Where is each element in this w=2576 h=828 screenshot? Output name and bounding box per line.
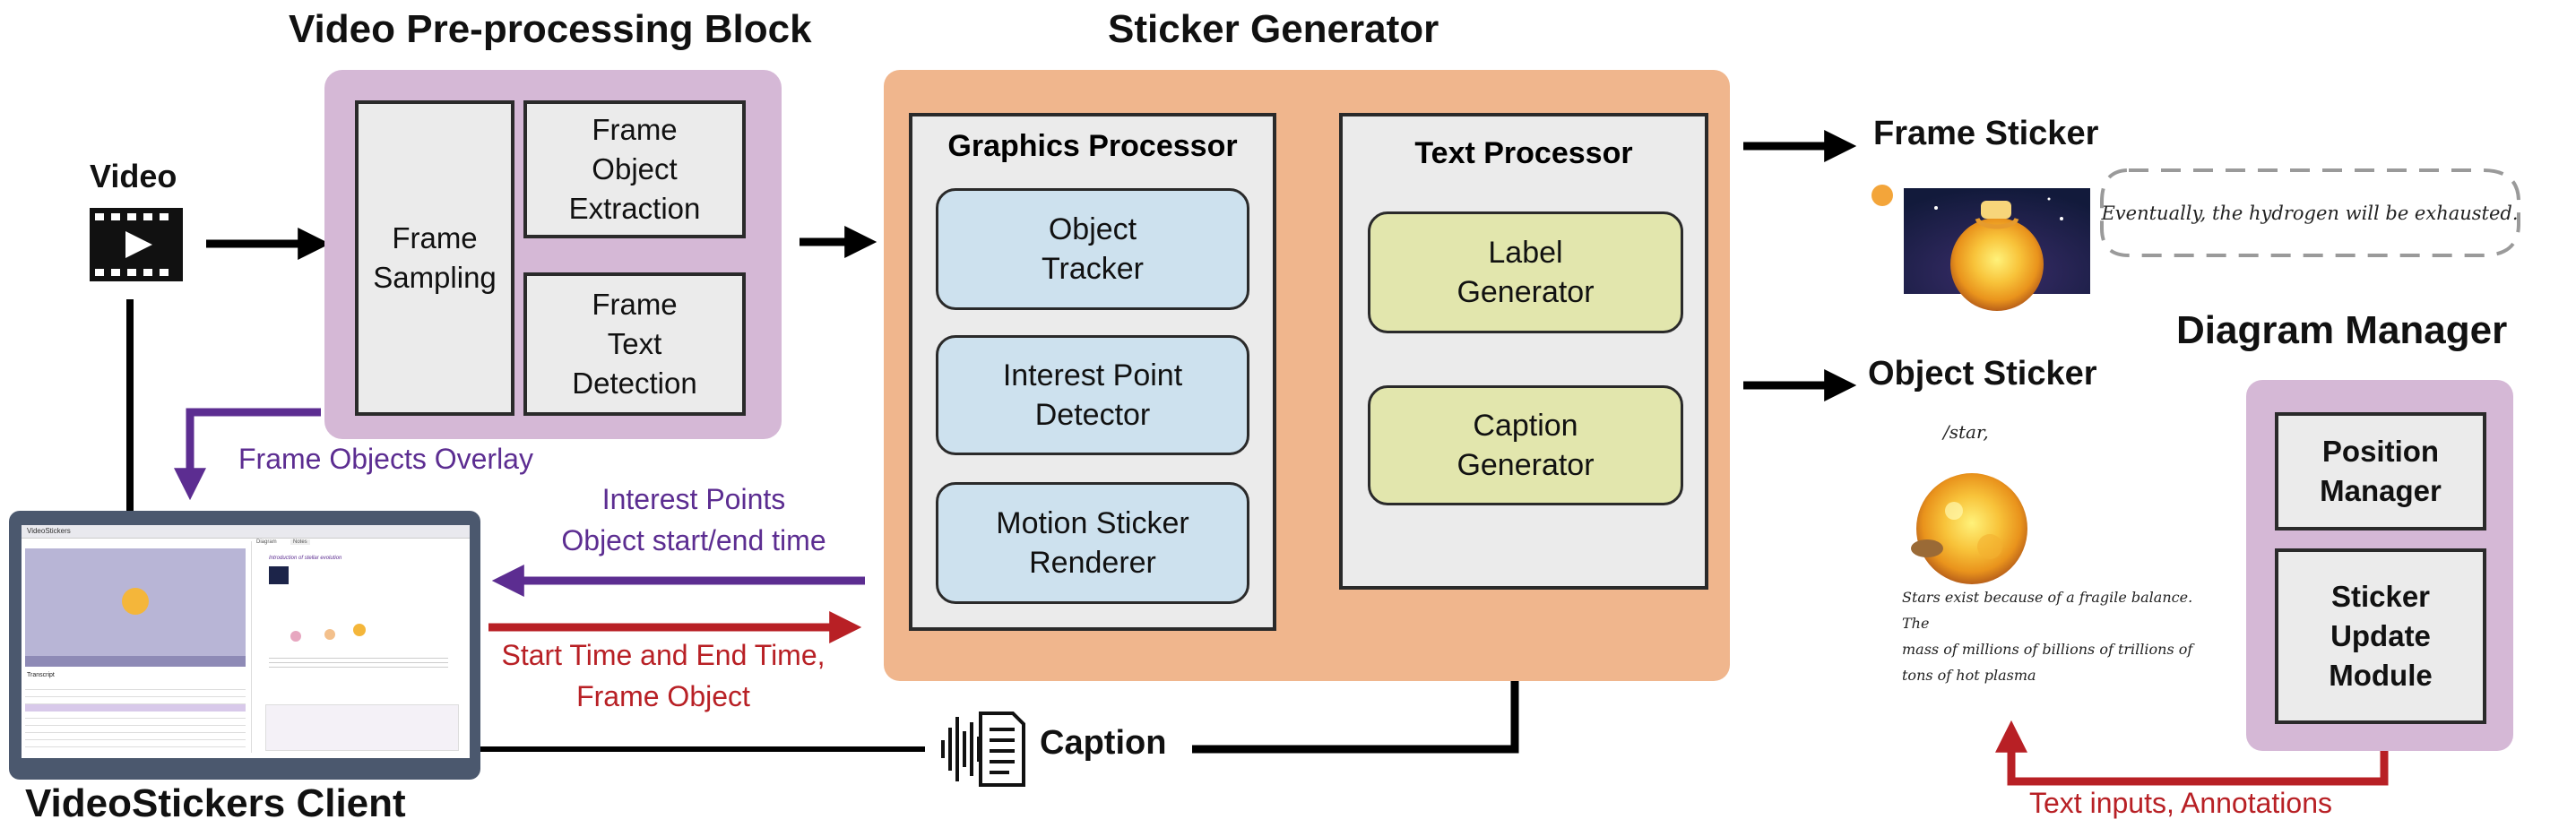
client-title-bar [22, 525, 470, 539]
frame-sampling-box: Frame Sampling [355, 100, 514, 416]
client-sticker-dot [353, 624, 366, 636]
text-inputs-arrow [1995, 720, 2389, 786]
interest-points-label: Interest Points Object start/end time [561, 483, 826, 556]
graphics-processor-title: Graphics Processor [947, 129, 1238, 163]
sticker-generator-title: Sticker Generator [1108, 7, 1439, 51]
text-inputs-label: Text inputs, Annotations [2029, 787, 2332, 819]
object-sticker-title: Object Sticker [1868, 355, 2097, 392]
label-generator-box: Label Generator [1368, 211, 1683, 333]
orange-dot-icon [1871, 185, 1893, 206]
client-transcript-list[interactable] [25, 683, 246, 753]
caption-generator-box: Caption Generator [1368, 385, 1683, 505]
frame-objects-overlay-arrow [174, 408, 321, 501]
text-processor-title: Text Processor [1414, 136, 1633, 170]
client-sticker-dot [324, 629, 335, 640]
client-sticker-caption-lines [269, 654, 448, 668]
diagram-manager-title: Diagram Manager [2176, 308, 2508, 352]
client-tab-diagram[interactable]: Diagram [256, 539, 277, 545]
client-notes-panel[interactable] [265, 704, 459, 751]
client-player-controls[interactable] [25, 656, 246, 667]
client-tab-notes[interactable]: Notes [290, 539, 310, 545]
client-title: VideoStickers Client [25, 781, 406, 825]
client-sticker-title: Introduction of stellar evolution [269, 556, 342, 561]
frame-object-extraction-box: Frame Object Extraction [523, 100, 746, 238]
frame-sticker-caption: Eventually, the hydrogen will be exhaust… [2101, 203, 2519, 224]
sun-star-illustration [1911, 473, 2027, 584]
start-end-time-label: Start Time and End Time, Frame Object [501, 639, 826, 712]
client-sticker-dot [290, 631, 301, 642]
object-sticker-label: /star, [1943, 421, 1989, 443]
interest-point-detector-box: Interest Point Detector [936, 335, 1249, 455]
client-transcript-heading: Transcript [27, 672, 55, 678]
client-video-sun [122, 588, 149, 615]
frame-sticker-title: Frame Sticker [1873, 115, 2099, 152]
frame-sticker-image [1904, 188, 2090, 311]
video-label: Video [90, 158, 177, 194]
motion-sticker-renderer-box: Motion Sticker Renderer [936, 482, 1249, 604]
caption-label: Caption [1040, 724, 1167, 762]
position-manager-box: Position Manager [2275, 412, 2486, 530]
client-video-player[interactable] [25, 548, 246, 667]
frame-text-detection-box: Frame Text Detection [523, 272, 746, 416]
frame-objects-overlay-label: Frame Objects Overlay [238, 443, 533, 475]
client-frame-sticker-thumb [269, 566, 289, 584]
client-divider [251, 541, 252, 753]
client-transcript-highlight [25, 704, 246, 712]
object-tracker-box: Object Tracker [936, 188, 1249, 310]
client-window-title: VideoStickers [27, 527, 71, 535]
text-processor-panel [1339, 113, 1708, 590]
client-window: VideoStickers Transcript Diagram Notes I… [22, 525, 470, 758]
object-sticker-caption: Stars exist because of a fragile balance… [1902, 589, 2193, 684]
sticker-update-module-box: Sticker Update Module [2275, 548, 2486, 724]
video-film-icon [90, 208, 183, 281]
audio-document-icon [941, 712, 1025, 787]
frame-sticker-speech-bubble [2100, 168, 2520, 257]
preprocessing-title: Video Pre-processing Block [289, 7, 812, 51]
